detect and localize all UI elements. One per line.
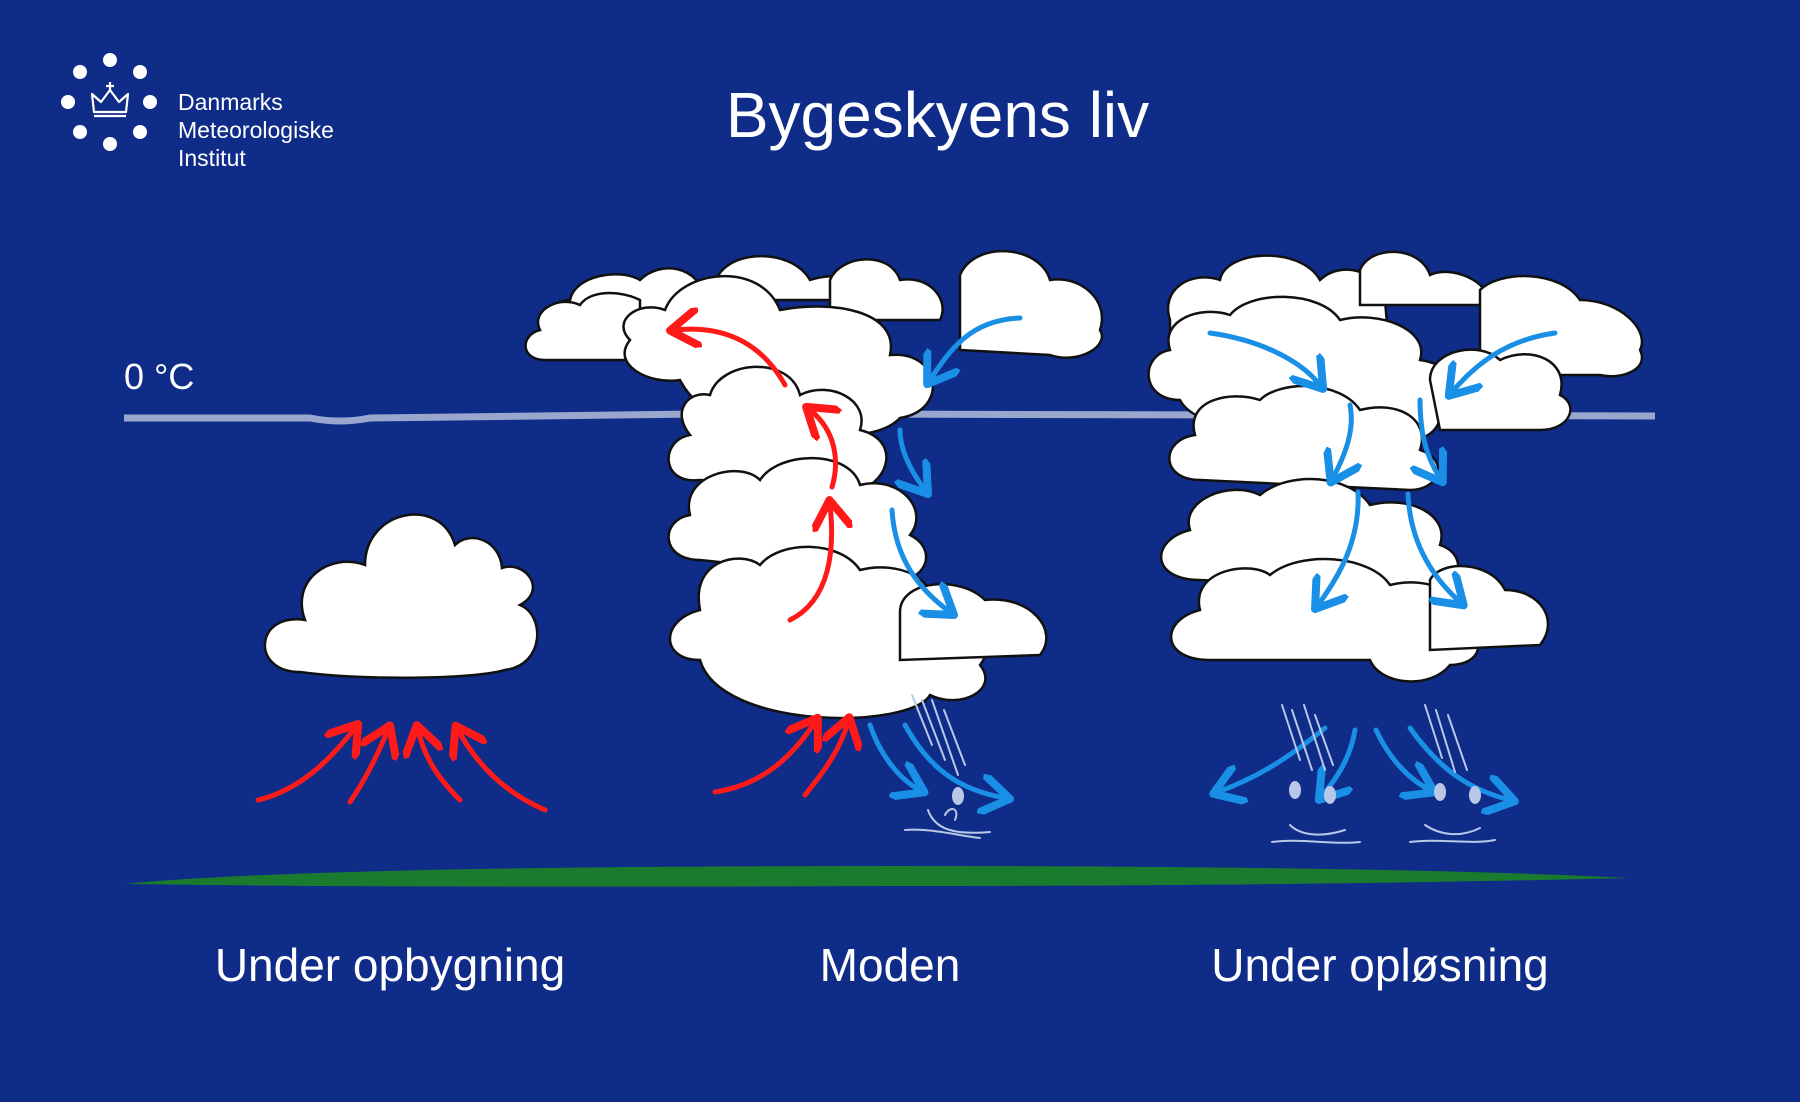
stage-label-dissipating: Under opløsning xyxy=(1211,939,1549,991)
freezing-line-label: 0 °C xyxy=(124,356,195,397)
logo-line-3: Institut xyxy=(178,145,246,171)
crown-dots-icon xyxy=(61,53,157,151)
ground-strip xyxy=(124,866,1630,887)
downdraft-arrow xyxy=(1420,397,1440,478)
updraft-arrows-mature xyxy=(675,329,848,798)
updraft-arrow xyxy=(418,730,463,803)
downdraft-arrows-dissipating xyxy=(1207,330,1558,800)
stage-label-developing: Under opbygning xyxy=(214,939,566,991)
cloud-developing xyxy=(263,513,539,680)
downdraft-arrow xyxy=(1218,725,1328,792)
downdraft-arrow xyxy=(889,507,950,612)
updraft-arrow xyxy=(802,722,848,798)
updraft-arrows-developing xyxy=(255,728,548,813)
cloud-dissipating xyxy=(1147,250,1644,683)
downdraft-arrow xyxy=(930,315,1023,380)
updraft-arrow xyxy=(675,329,788,388)
updraft-arrow xyxy=(347,730,388,805)
downdraft-arrow xyxy=(867,722,920,790)
downdraft-arrow xyxy=(1333,402,1351,478)
downdraft-arrow xyxy=(1373,727,1430,790)
stage-label-mature: Moden xyxy=(819,939,961,991)
rain-mature xyxy=(904,694,991,839)
downdraft-arrow xyxy=(1405,491,1460,602)
downdraft-arrow xyxy=(902,722,1005,798)
downdraft-arrows-mature xyxy=(867,315,1023,798)
updraft-arrow xyxy=(787,505,832,623)
rain-dissipating xyxy=(1271,704,1496,844)
dmi-logo: Danmarks Meteorologiske Institut xyxy=(58,50,378,180)
updraft-arrow xyxy=(255,728,355,803)
downdraft-arrow xyxy=(900,427,925,490)
downdraft-arrow xyxy=(1407,725,1510,800)
page-title: Bygeskyens liv xyxy=(725,79,1150,151)
downdraft-arrow xyxy=(1452,330,1558,392)
cloud-mature xyxy=(524,250,1104,720)
downdraft-arrow xyxy=(1322,727,1358,796)
updraft-arrow xyxy=(810,410,836,490)
logo-line-2: Meteorologiske xyxy=(178,117,334,143)
updraft-arrow xyxy=(458,730,548,813)
logo-line-1: Danmarks xyxy=(178,89,283,115)
downdraft-arrow xyxy=(1318,489,1361,605)
updraft-arrow xyxy=(712,722,815,795)
downdraft-arrow xyxy=(1207,330,1320,385)
